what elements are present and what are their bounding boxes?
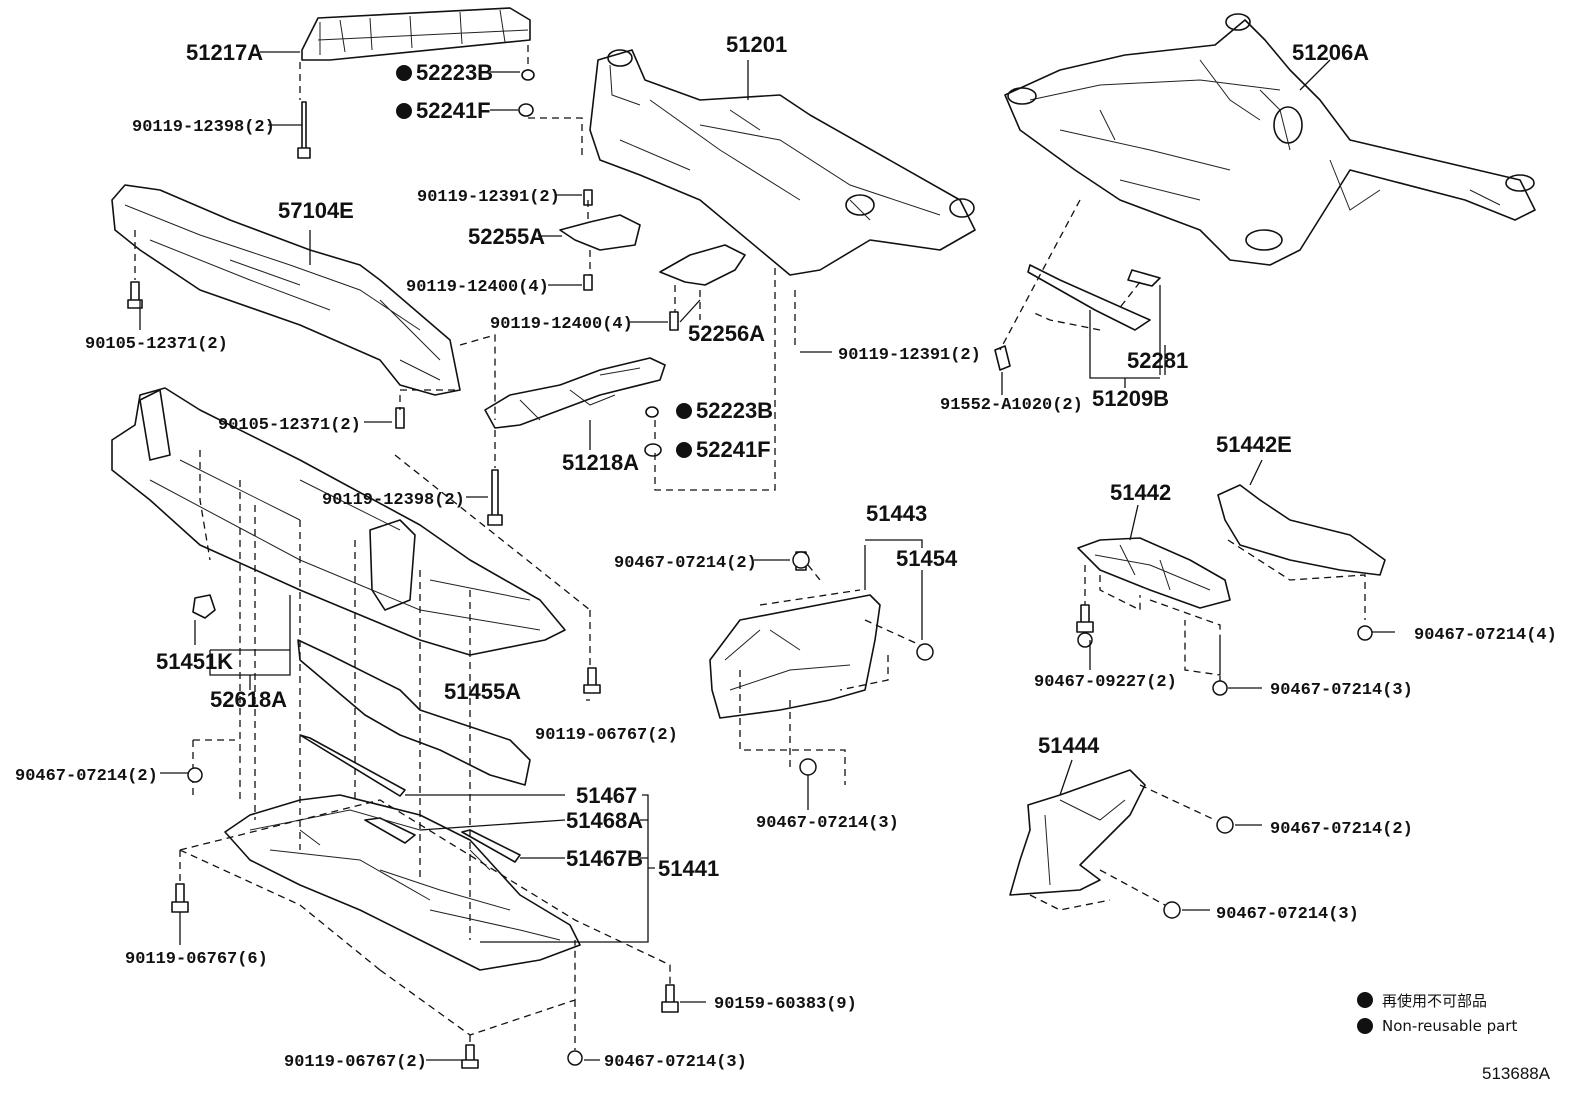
bracket-51217A-drawing [301,7,531,61]
label-52256A: 52256A [688,321,765,346]
label-51455A: 51455A [444,679,521,704]
label-90119-12398-mid: 90119-12398(2) [322,491,465,510]
non-reusable-dot [396,65,412,81]
label-90467-07214-e: 90467-07214(3) [756,814,899,833]
label-90119-12400-b: 90119-12400(4) [490,315,633,334]
strip-51467-drawing [299,734,406,797]
legend-text-ja: 再使用不可部品 [1382,992,1487,1010]
label-51468A: 51468A [566,808,643,833]
label-52223B-top: 52223B [416,60,493,85]
non-reusable-dot [676,403,692,419]
under-cover-51441-drawing [224,794,581,971]
label-91552-A1020: 91552-A1020(2) [940,396,1083,415]
label-90119-12398-top: 90119-12398(2) [132,118,275,137]
bumper-cover-drawing [111,387,566,656]
label-52618A: 52618A [210,687,287,712]
label-51467: 51467 [576,783,637,808]
splash-51442E-drawing [1217,484,1386,576]
legend-dot-en [1357,1018,1373,1034]
label-90119-06767-b: 90119-06767(6) [125,950,268,969]
bracket-52255A-drawing [559,214,641,251]
label-90467-07214-d: 90467-07214(2) [15,767,158,786]
legend: 再使用不可部品 Non-reusable part [1357,992,1517,1035]
clip-51451K [192,594,216,619]
strip-51467B-drawing [461,829,521,863]
non-reusable-dot [396,103,412,119]
label-90119-06767-a: 90119-06767(2) [535,726,678,745]
label-57104E: 57104E [278,198,354,223]
bolt-top-left [297,101,311,159]
label-90467-07214-a: 90467-07214(2) [614,554,757,573]
label-51206A: 51206A [1292,40,1369,65]
label-52255A: 52255A [468,224,545,249]
crossmember-51201-drawing [589,49,976,276]
label-51201: 51201 [726,32,787,57]
diagram-reference: 513688A [1482,1064,1551,1083]
label-90105-12371-a: 90105-12371(2) [85,335,228,354]
bolt-91552 [994,345,1011,371]
support-57104E-drawing [111,184,461,396]
label-90105-12371-b: 90105-12371(2) [218,416,361,435]
label-90159-60383: 90159-60383(9) [714,995,857,1014]
label-52241F-mid: 52241F [696,437,771,462]
splash-51444-drawing [1009,769,1146,896]
label-90467-07214-c: 90467-07214(3) [1270,681,1413,700]
bracket-52256A-drawing [659,244,746,286]
bracket-51209B-drawing [1027,264,1151,331]
label-51441: 51441 [658,856,719,881]
label-52281: 52281 [1127,348,1188,373]
label-51443: 51443 [866,501,927,526]
legend-text-en: Non-reusable part [1382,1017,1517,1035]
bracket-51218A-drawing [484,357,666,429]
seal-51455A-drawing [297,639,531,786]
label-90119-06767-c: 90119-06767(2) [284,1053,427,1072]
label-51451K: 51451K [156,649,233,674]
bracket-52281-drawing [1127,269,1161,287]
label-51442: 51442 [1110,480,1171,505]
label-51454: 51454 [896,546,958,571]
label-90467-09227: 90467-09227(2) [1034,673,1177,692]
subframe-51206A-drawing [1004,13,1536,266]
label-52241F-top: 52241F [416,98,491,123]
strip-51468A-drawing [364,817,416,844]
label-51209B: 51209B [1092,386,1169,411]
legend-dot-ja [1357,992,1373,1008]
label-90467-07214-g: 90467-07214(3) [1216,905,1359,924]
label-51218A: 51218A [562,450,639,475]
label-51467B: 51467B [566,846,643,871]
label-90119-12400-a: 90119-12400(4) [406,278,549,297]
label-90467-07214-b: 90467-07214(4) [1414,626,1557,645]
splash-51443-drawing [709,594,881,719]
label-52223B-mid: 52223B [696,398,773,423]
non-reusable-dot [676,442,692,458]
label-90467-07214-h: 90467-07214(3) [604,1053,747,1072]
label-90467-07214-f: 90467-07214(2) [1270,820,1413,839]
label-90119-12391-b: 90119-12391(2) [838,346,981,365]
label-51442E: 51442E [1216,432,1292,457]
label-51217A: 51217A [186,40,263,65]
splash-51442-drawing [1077,537,1231,609]
label-90119-12391-a: 90119-12391(2) [417,188,560,207]
label-51444: 51444 [1038,733,1100,758]
